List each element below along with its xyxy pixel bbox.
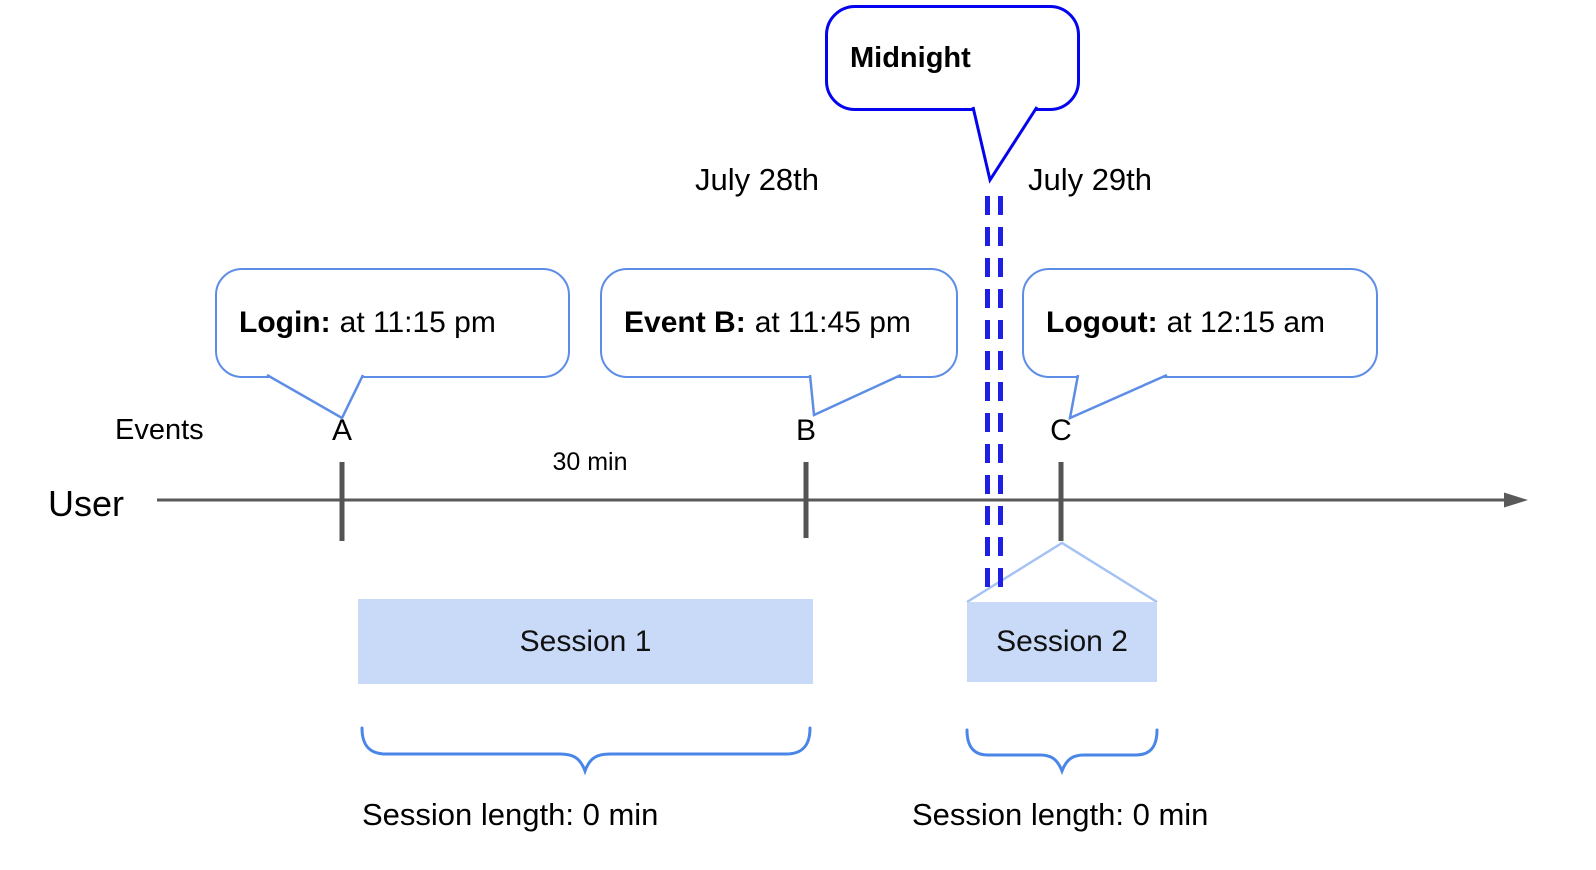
login-callout-title: Login: — [239, 306, 331, 339]
event-marker-b: B — [795, 414, 816, 447]
session2-brace — [965, 728, 1159, 776]
logout-callout-bubble: Logout: at 12:15 am — [1022, 268, 1378, 378]
session2-length-caption: Session length: 0 min — [912, 797, 1209, 832]
session1-brace — [360, 726, 812, 776]
interval-30min-label: 30 min — [552, 448, 628, 476]
logout-callout-time: at 12:15 am — [1166, 306, 1326, 339]
login-callout-bubble: Login: at 11:15 pm — [215, 268, 570, 378]
date-label-july-29: July 29th — [1027, 162, 1153, 197]
user-axis-label: User — [48, 483, 125, 524]
session2-label: Session 2 — [996, 625, 1128, 658]
session2-connector-lines — [966, 541, 1158, 604]
session1-label: Session 1 — [519, 624, 652, 658]
login-callout-time: at 11:15 pm — [339, 306, 496, 339]
event-b-callout-title: Event B: — [624, 306, 746, 339]
event-b-callout-bubble: Event B: at 11:45 pm — [600, 268, 958, 378]
logout-callout-title: Logout: — [1046, 306, 1158, 339]
timeline-arrowhead-icon — [1504, 492, 1528, 508]
session2-bar: Session 2 — [967, 602, 1157, 682]
session1-length-caption: Session length: 0 min — [362, 797, 659, 832]
events-row-label: Events — [115, 414, 204, 446]
event-b-callout-time: at 11:45 pm — [754, 306, 911, 339]
event-marker-c: C — [1050, 414, 1072, 447]
date-label-july-28: July 28th — [694, 162, 820, 197]
event-marker-a: A — [331, 414, 352, 447]
midnight-callout-label: Midnight — [850, 41, 971, 74]
session1-bar: Session 1 — [358, 599, 813, 684]
midnight-callout-bubble: Midnight — [825, 5, 1080, 111]
